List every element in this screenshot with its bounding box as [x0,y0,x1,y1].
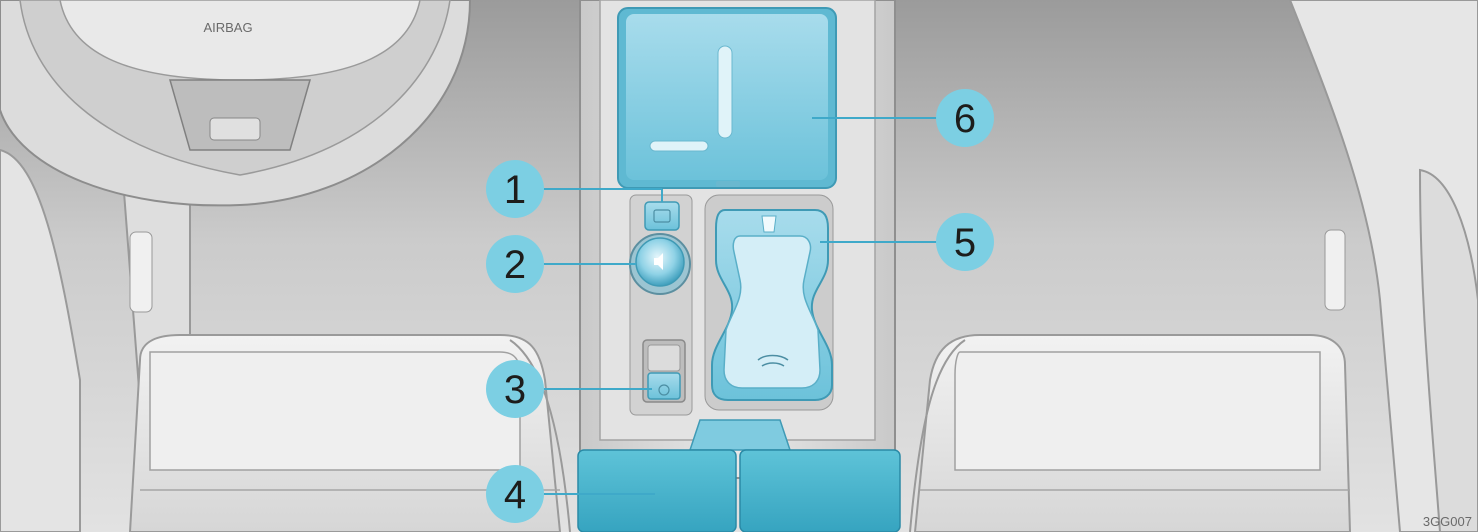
parking-brake-switch [642,339,686,403]
callout-3-number: 3 [504,368,526,412]
callout-1-number: 1 [504,168,526,212]
callout-5-number: 5 [954,221,976,265]
callout-2: 2 [486,235,544,293]
steering-wheel: AIRBAG [0,0,472,207]
callout-3: 3 [486,360,544,418]
callout-1: 1 [486,160,544,218]
callout-2-number: 2 [504,243,526,287]
right-door-panel [1288,0,1478,532]
callout-4-number: 4 [504,473,526,517]
figure-code: 3GG007 [1423,514,1472,529]
storage-compartment [577,419,901,532]
right-seat [909,334,1352,532]
callout-6: 6 [936,89,994,147]
callout-5: 5 [936,213,994,271]
callout-6-number: 6 [954,97,976,141]
cup-holder [711,209,833,401]
camera-button [644,201,680,231]
wireless-charging-pad [617,7,837,189]
callout-lines [540,117,940,495]
airbag-label: AIRBAG [203,20,252,35]
callout-4: 4 [486,465,544,523]
volume-knob [629,233,691,295]
